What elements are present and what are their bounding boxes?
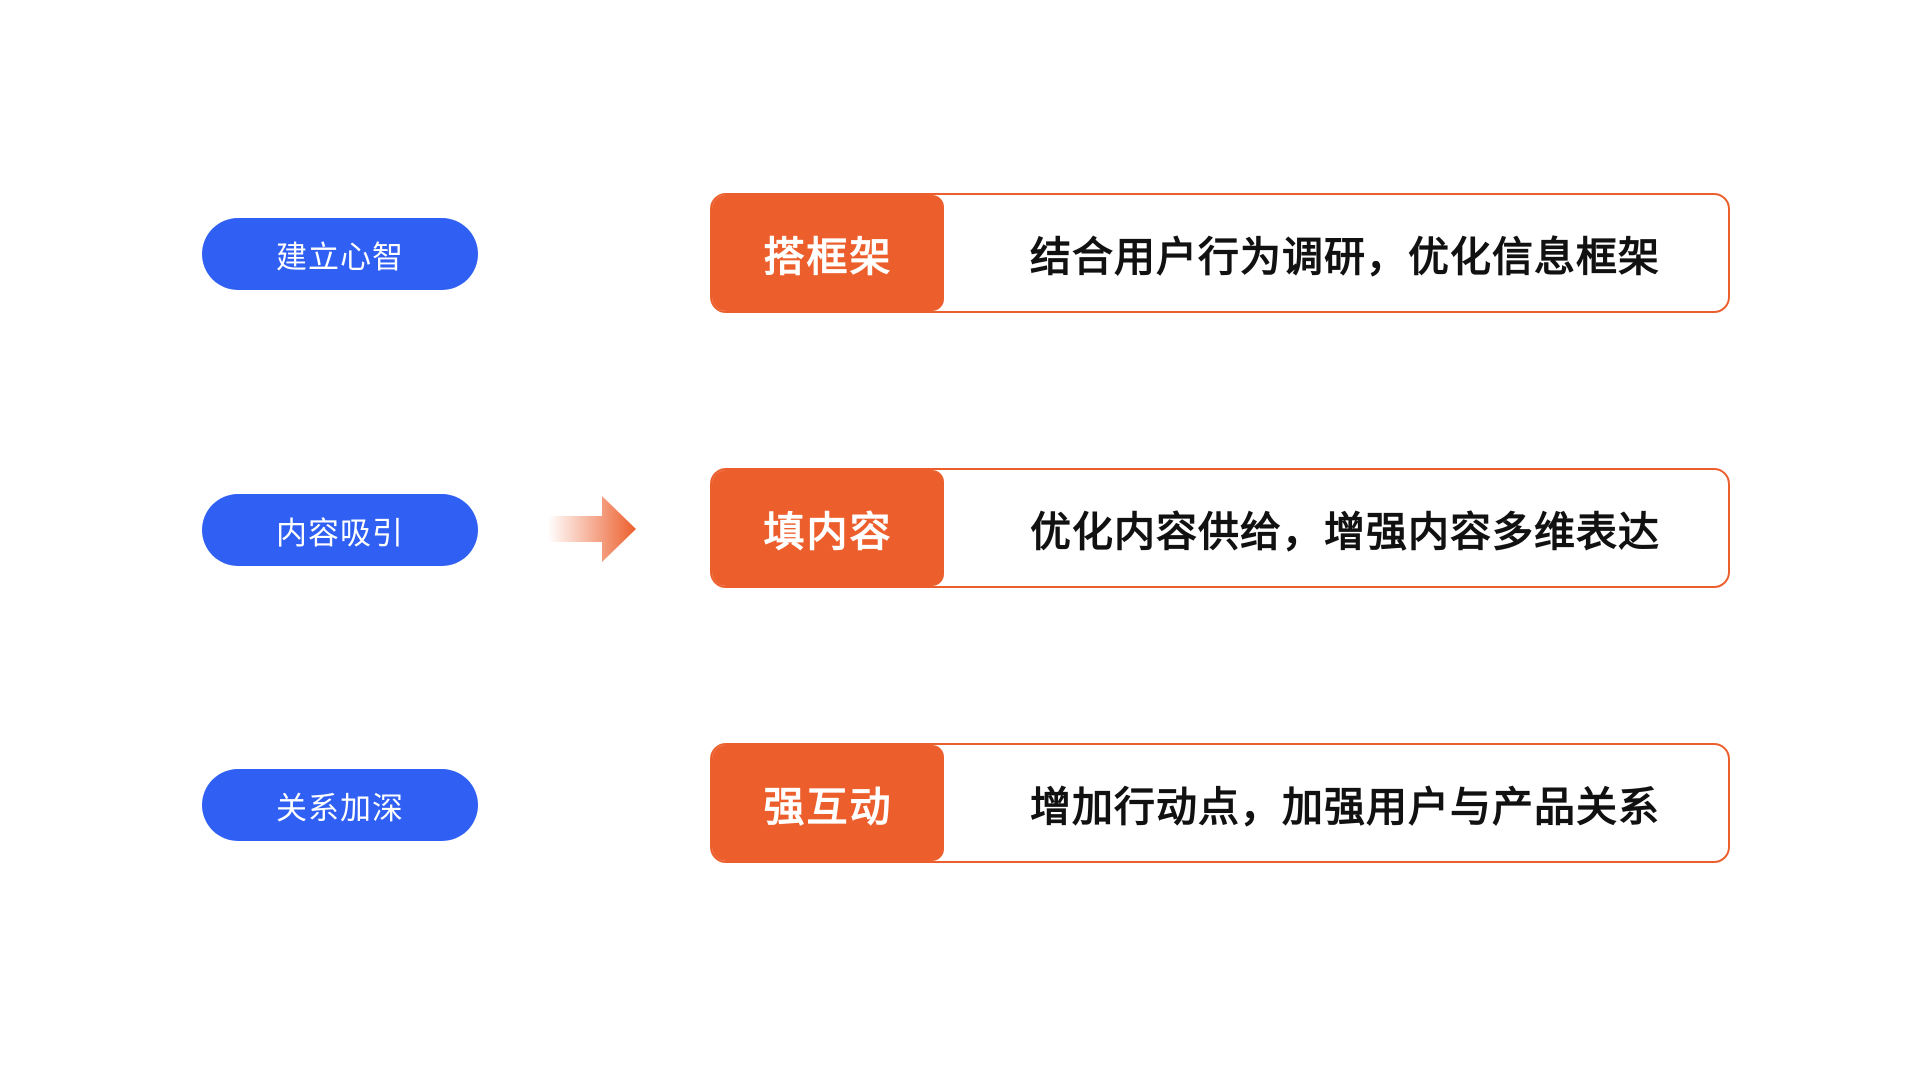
stage-pill: 建立心智 [202,218,478,290]
card-description: 增加行动点，加强用户与产品关系 [1030,783,1660,831]
stage-pill: 内容吸引 [202,494,478,566]
right-arrow-icon [548,496,636,562]
stage-pill: 关系加深 [202,769,478,841]
strategy-card: 填内容 优化内容供给，增强内容多维表达 [710,468,1730,588]
card-description: 结合用户行为调研，优化信息框架 [1030,233,1660,281]
card-tag: 搭框架 [712,195,944,311]
strategy-card: 搭框架 结合用户行为调研，优化信息框架 [710,193,1730,313]
card-description: 优化内容供给，增强内容多维表达 [1030,508,1660,556]
card-tag: 强互动 [712,745,944,861]
strategy-card: 强互动 增加行动点，加强用户与产品关系 [710,743,1730,863]
card-tag: 填内容 [712,470,944,586]
